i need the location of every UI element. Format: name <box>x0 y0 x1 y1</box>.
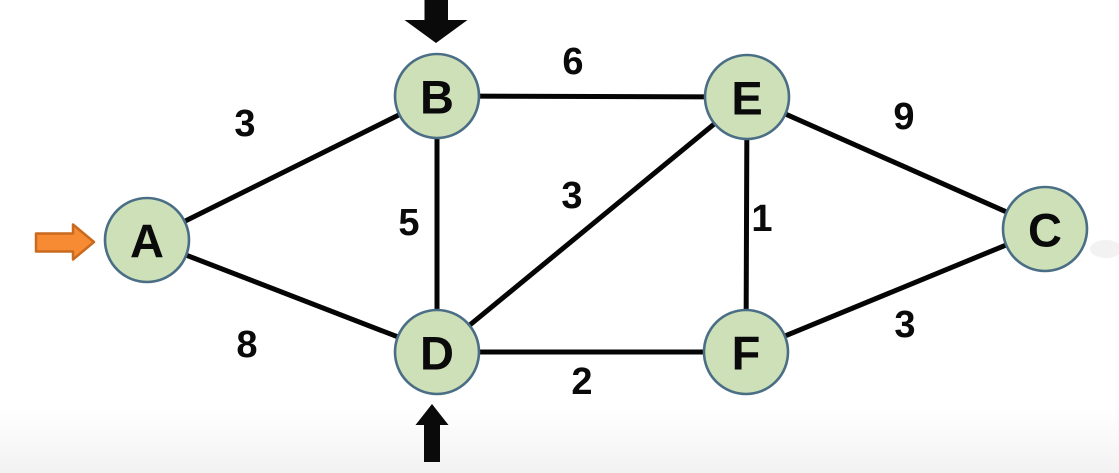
black-down-arrow-icon <box>404 0 468 43</box>
edge-weight-E-F: 1 <box>751 198 772 240</box>
edge-weight-A-B: 3 <box>234 103 255 145</box>
node-circle-D <box>393 308 481 396</box>
node-D: D <box>393 308 481 396</box>
node-circle-F <box>702 308 790 396</box>
background-artifact <box>1090 240 1119 258</box>
orange-right-arrow-icon <box>34 223 96 261</box>
node-circle-B <box>393 52 481 140</box>
node-label-C: C <box>1028 204 1062 257</box>
node-circle-C <box>1001 185 1089 273</box>
node-A: A <box>103 196 191 284</box>
edge-E-C <box>744 94 1048 232</box>
node-label-B: B <box>420 71 454 124</box>
node-C: C <box>1001 185 1089 273</box>
edge-weight-B-E: 6 <box>562 41 583 83</box>
node-F: F <box>702 308 790 396</box>
edge-weight-D-F: 2 <box>571 361 592 403</box>
edge-weight-B-D: 5 <box>398 202 419 244</box>
node-E: E <box>703 53 791 141</box>
annotations-layer <box>34 0 468 462</box>
edge-weight-F-C: 3 <box>894 304 915 346</box>
edge-A-B <box>144 93 440 243</box>
edge-weight-D-E: 3 <box>561 175 582 217</box>
edge-D-E <box>434 94 750 355</box>
black-up-arrow-icon <box>415 404 449 462</box>
edge-weights-layer: 3 8 6 5 3 2 1 9 3 <box>234 41 915 403</box>
node-circle-A <box>103 196 191 284</box>
node-label-A: A <box>130 215 164 268</box>
edge-B-E <box>434 93 750 100</box>
node-circle-E <box>703 53 791 141</box>
edge-F-C <box>743 226 1048 355</box>
node-label-E: E <box>731 72 762 125</box>
node-B: B <box>393 52 481 140</box>
edge-weight-E-C: 9 <box>893 96 914 138</box>
edge-weight-A-D: 8 <box>236 324 257 366</box>
node-label-D: D <box>420 327 454 380</box>
edge-A-D <box>144 237 440 355</box>
node-label-F: F <box>732 327 761 380</box>
nodes-layer: A B C D E F <box>103 52 1089 396</box>
